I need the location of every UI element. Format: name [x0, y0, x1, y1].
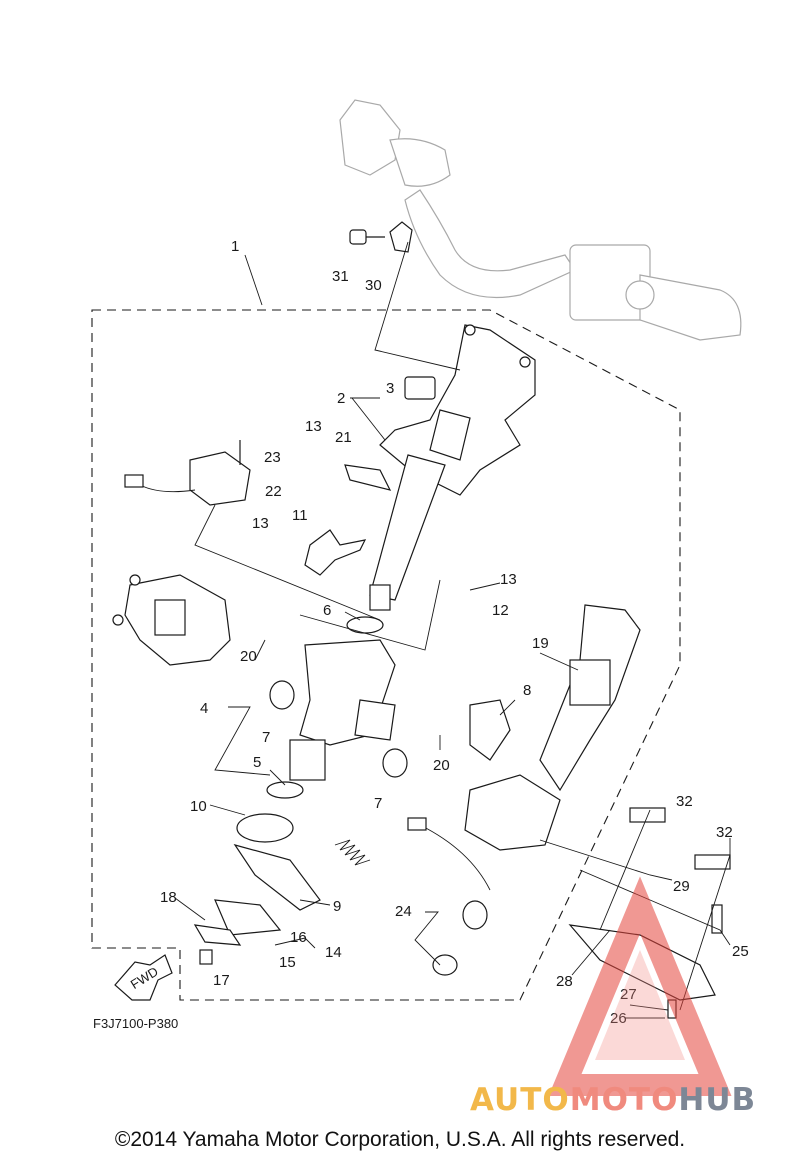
callout-29: 29 [673, 878, 690, 895]
gear-10 [236, 813, 294, 843]
callout-24: 24 [395, 903, 412, 920]
callout-32-b: 32 [716, 824, 733, 841]
shaft-housing [289, 616, 396, 781]
fwd-arrow-icon: FWD [114, 954, 173, 1001]
callout-22: 22 [265, 483, 282, 500]
callout-5: 5 [253, 754, 261, 771]
callout-6: 6 [323, 602, 331, 619]
callouts: 1 2 3 4 5 6 7 7 8 9 10 11 12 13 13 13 14… [160, 238, 749, 1027]
clamp-30 [389, 221, 413, 253]
bolt-25 [711, 904, 723, 934]
bushing-7-right [382, 748, 408, 778]
watermark-auto: AUTO [470, 1082, 570, 1118]
collar-5 [266, 781, 304, 799]
callout-23: 23 [264, 449, 281, 466]
switch-22 [124, 440, 251, 506]
callout-7-b: 7 [374, 795, 382, 812]
callout-7-a: 7 [262, 729, 270, 746]
callout-3: 3 [386, 380, 394, 397]
handlebar-outline [339, 99, 742, 341]
right-housing [407, 774, 561, 976]
callout-15: 15 [279, 954, 296, 971]
callout-28: 28 [556, 973, 573, 990]
bolt-31 [349, 229, 385, 245]
callout-8: 8 [523, 682, 531, 699]
callout-20-b: 20 [433, 757, 450, 774]
callout-13-a: 13 [305, 418, 322, 435]
actuator-8 [469, 699, 511, 761]
callout-13-c: 13 [500, 571, 517, 588]
plate-14 [214, 899, 282, 936]
callout-1: 1 [231, 238, 239, 255]
callout-21: 21 [335, 429, 352, 446]
callout-27: 27 [620, 986, 637, 1003]
bracket-11 [304, 529, 367, 576]
callout-26: 26 [610, 1010, 627, 1027]
callout-4: 4 [200, 700, 208, 717]
arm-9 [233, 843, 321, 911]
callout-14: 14 [325, 944, 342, 961]
callout-18: 18 [160, 889, 177, 906]
callout-31: 31 [332, 268, 349, 285]
watermark-logo [548, 876, 732, 1096]
callout-30: 30 [365, 277, 382, 294]
callout-13-b: 13 [252, 515, 269, 532]
left-housing [112, 574, 231, 666]
leader-lines [174, 241, 731, 1019]
watermark-hub: HUB [678, 1082, 757, 1118]
callout-10: 10 [190, 798, 207, 815]
callout-25: 25 [732, 943, 749, 960]
spring [334, 839, 371, 866]
callout-12: 12 [492, 602, 509, 619]
callout-32-a: 32 [676, 793, 693, 810]
callout-19: 19 [532, 635, 549, 652]
watermark-moto: MOTO [569, 1082, 679, 1118]
callout-16: 16 [290, 929, 307, 946]
column-bracket [369, 324, 536, 611]
bushing-7-left [269, 680, 295, 710]
callout-20-a: 20 [240, 648, 257, 665]
assembly-boundary [91, 309, 681, 1001]
callout-17: 17 [213, 972, 230, 989]
bolt-17 [199, 949, 213, 965]
pad-32-lower [694, 854, 731, 870]
copyright-notice: ©2014 Yamaha Motor Corporation, U.S.A. A… [114, 1128, 686, 1151]
callout-9: 9 [333, 898, 341, 915]
diagram-code: F3J7100-P380 [93, 1016, 178, 1031]
callout-11: 11 [292, 507, 308, 524]
bracket-18 [193, 924, 242, 946]
bracket-21 [344, 464, 392, 491]
callout-2: 2 [337, 390, 345, 407]
watermark-text: AUTOMOTOHUB [470, 1082, 756, 1118]
lever-19 [539, 604, 641, 792]
